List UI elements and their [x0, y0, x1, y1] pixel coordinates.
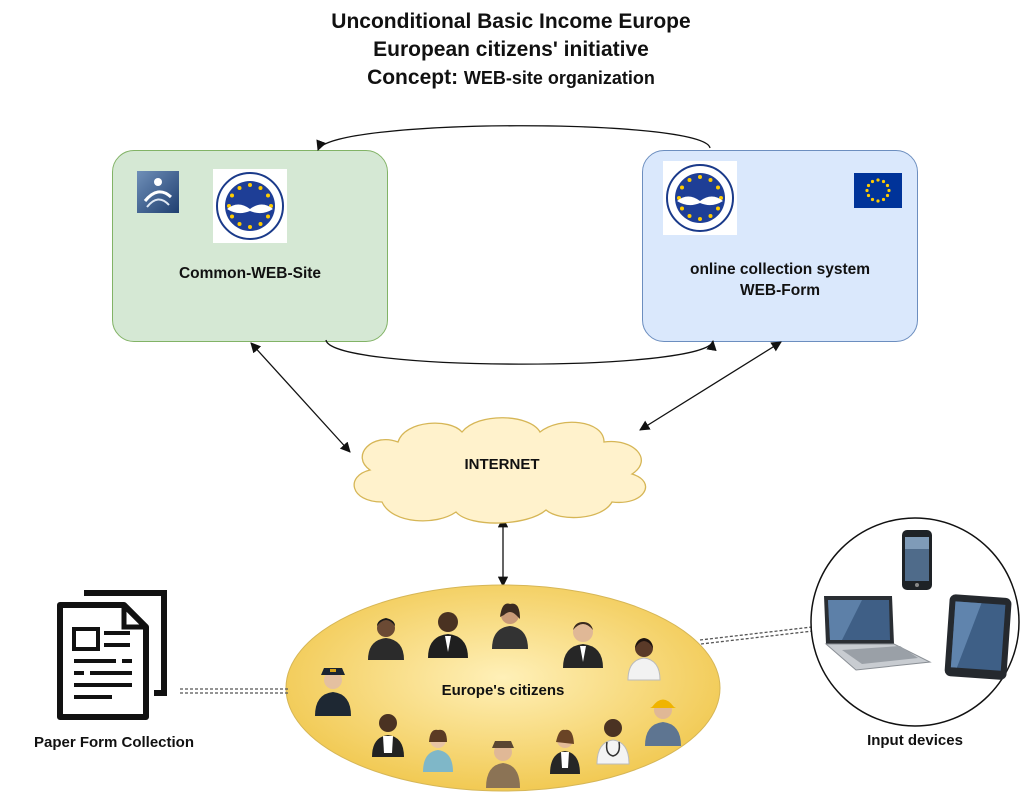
- diagram-title: Unconditional Basic Income Europe Europe…: [0, 8, 1022, 92]
- tablet-icon: [944, 594, 1012, 680]
- smartphone-icon: [902, 530, 932, 590]
- person-icon: [423, 729, 453, 772]
- eci-logo: [663, 161, 737, 235]
- person-icon: [428, 612, 468, 658]
- title-line-3-suffix: WEB-site organization: [463, 68, 655, 88]
- laptop-icon: [824, 596, 932, 671]
- connector-bottom: [325, 339, 717, 365]
- eu-flag-icon: [854, 173, 902, 208]
- title-line-3-prefix: Concept:: [367, 66, 459, 89]
- ubi-europe-logo: [137, 171, 179, 213]
- title-line-3: Concept: WEB-site organization: [0, 64, 1022, 92]
- connector-top: [316, 125, 711, 151]
- online-collection-label-1: online collection system: [689, 261, 871, 278]
- internet-label: INTERNET: [464, 456, 540, 473]
- person-icon: [372, 714, 404, 757]
- person-icon: [563, 622, 603, 668]
- citizens-label: Europe's citizens: [441, 682, 565, 699]
- online-collection-label-2: WEB-Form: [739, 282, 821, 299]
- document-icon: [57, 590, 167, 720]
- person-icon: [486, 741, 520, 788]
- person-icon: [645, 699, 681, 746]
- person-icon: [315, 668, 351, 716]
- person-icon: [550, 729, 580, 774]
- person-icon: [596, 719, 630, 765]
- people-group: [315, 603, 681, 788]
- connector-paper-citizens: [180, 688, 288, 694]
- input-devices-label: Input devices: [867, 732, 963, 749]
- internet-cloud: [353, 417, 647, 524]
- title-line-2: European citizens' initiative: [373, 38, 649, 61]
- paper-form-label: Paper Form Collection: [33, 734, 195, 751]
- connector-citizens-devices: [699, 626, 814, 645]
- connector-site-internet: [250, 342, 351, 453]
- eci-logo: [213, 169, 287, 243]
- common-web-site-box: Common-WEB-Site: [112, 150, 388, 342]
- person-icon: [627, 638, 661, 681]
- title-line-1: Unconditional Basic Income Europe: [331, 10, 691, 33]
- common-web-site-label: Common-WEB-Site: [178, 265, 322, 282]
- online-collection-box: online collection system WEB-Form: [642, 150, 918, 342]
- person-icon: [368, 618, 404, 660]
- connector-form-internet: [639, 341, 782, 431]
- person-icon: [492, 603, 528, 649]
